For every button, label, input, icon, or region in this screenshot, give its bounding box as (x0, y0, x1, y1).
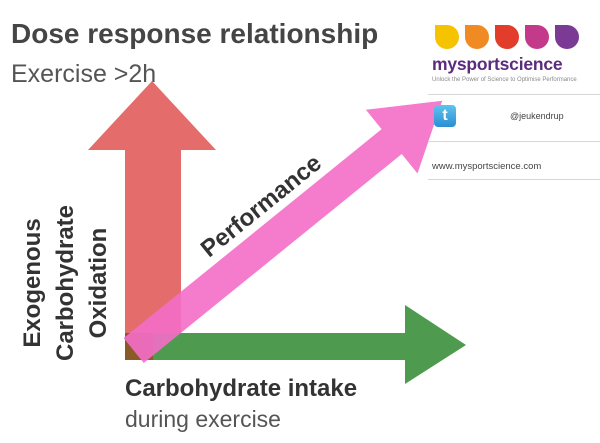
divider (428, 94, 600, 95)
x-axis-arrow (125, 305, 466, 384)
logo-dot (495, 25, 519, 49)
website-link[interactable]: www.mysportscience.com (432, 161, 542, 172)
performance-arrow (123, 100, 443, 363)
x-axis-label-line-2: during exercise (125, 406, 281, 432)
x-axis-label-line-1: Carbohydrate intake (125, 375, 357, 402)
logo-dot (555, 25, 579, 49)
page-subtitle: Exercise >2h (11, 60, 157, 88)
logo-dot (435, 25, 459, 49)
twitter-handle[interactable]: @jeukendrup (510, 111, 564, 121)
brand-panel: mysportscience Unlock the Power of Scien… (428, 20, 600, 180)
y-axis-label-line-2: Carbohydrate (52, 205, 79, 361)
twitter-icon[interactable]: t (434, 105, 456, 127)
logo-dot (465, 25, 489, 49)
brand-tagline: Unlock the Power of Science to Optimise … (432, 77, 577, 83)
divider (428, 141, 600, 142)
y-axis-arrow (88, 81, 216, 360)
logo-dot (525, 25, 549, 49)
page-title: Dose response relationship (11, 18, 379, 49)
brand-logo-dots (435, 25, 579, 49)
y-axis-label-line-1: Exogenous (19, 218, 46, 347)
divider (428, 179, 600, 180)
brand-name: mysportscience (432, 54, 563, 74)
y-axis-label-line-3: Oxidation (85, 228, 112, 339)
